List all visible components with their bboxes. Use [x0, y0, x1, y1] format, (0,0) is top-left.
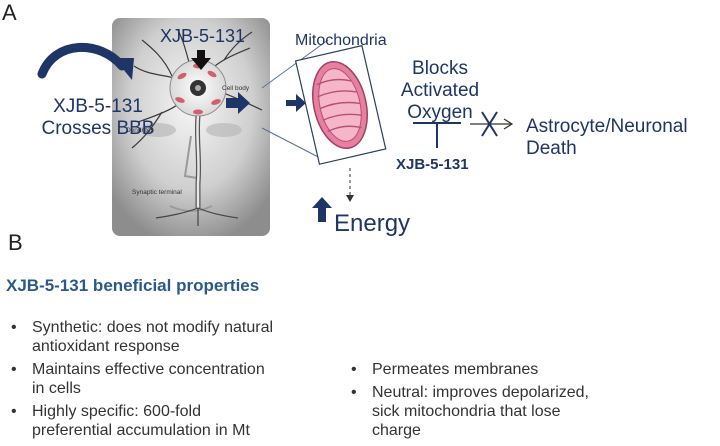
bullet-neutral: Neutral: improves depolarized, sick mito… [346, 383, 686, 440]
bullet-concentration: Maintains effective concentration in cel… [6, 360, 356, 398]
crosses-bbb-label: XJB-5-131 Crosses BBB [28, 96, 168, 140]
down-arrow-icon [191, 58, 211, 70]
left-properties-list: Synthetic: does not modify natural antio… [6, 318, 356, 444]
outcome-line-2: Death [526, 138, 577, 159]
crosses-bbb-line-1: XJB-5-131 [53, 96, 143, 117]
xjb-drug-label: XJB-5-131 [396, 156, 469, 173]
block-arrow-1 [226, 92, 250, 114]
energy-label: Energy [334, 210, 411, 237]
panel-b-letter: B [8, 230, 23, 255]
synaptic-terminal-label: Synaptic terminal [132, 189, 182, 196]
blocks-line-2: Activated [400, 80, 480, 101]
crosses-bbb-curved-arrow [37, 42, 127, 79]
crosses-bbb-arrowhead [114, 58, 134, 80]
blocks-activated-oxygen-label: Blocks Activated Oxygen [390, 58, 490, 124]
mitochondria-label: Mitochondria [295, 32, 387, 49]
bullet-permeates: Permeates membranes [346, 360, 686, 379]
crosses-bbb-line-2: Crosses BBB [41, 118, 155, 139]
panel-a-letter: A [2, 0, 17, 25]
outcome-line-1: Astrocyte/Neuronal [526, 116, 688, 137]
head-neuron-illustration: Cell body Dendrites Synaptic terminal [112, 18, 270, 236]
panel-a-arrows [37, 39, 514, 222]
right-properties-list: Permeates membranes Neutral: improves de… [346, 360, 686, 444]
mitochondrion-drawing [312, 60, 368, 150]
bullet-synthetic: Synthetic: does not modify natural antio… [6, 318, 356, 356]
properties-title: XJB-5-131 beneficial properties [6, 276, 260, 295]
cell-body-label: Cell body [222, 85, 250, 92]
energy-up-arrow-icon [312, 197, 332, 222]
xjb-top-label: XJB-5-131 [160, 26, 246, 46]
bullet-specific: Highly specific: 600-fold preferential a… [6, 402, 356, 440]
dendrites-label: Dendrites [126, 127, 155, 134]
blocks-line-1: Blocks [412, 58, 468, 79]
block-arrow-2 [286, 94, 306, 112]
blocks-line-3: Oxygen [407, 102, 473, 123]
outcome-label: Astrocyte/Neuronal Death [526, 116, 688, 160]
